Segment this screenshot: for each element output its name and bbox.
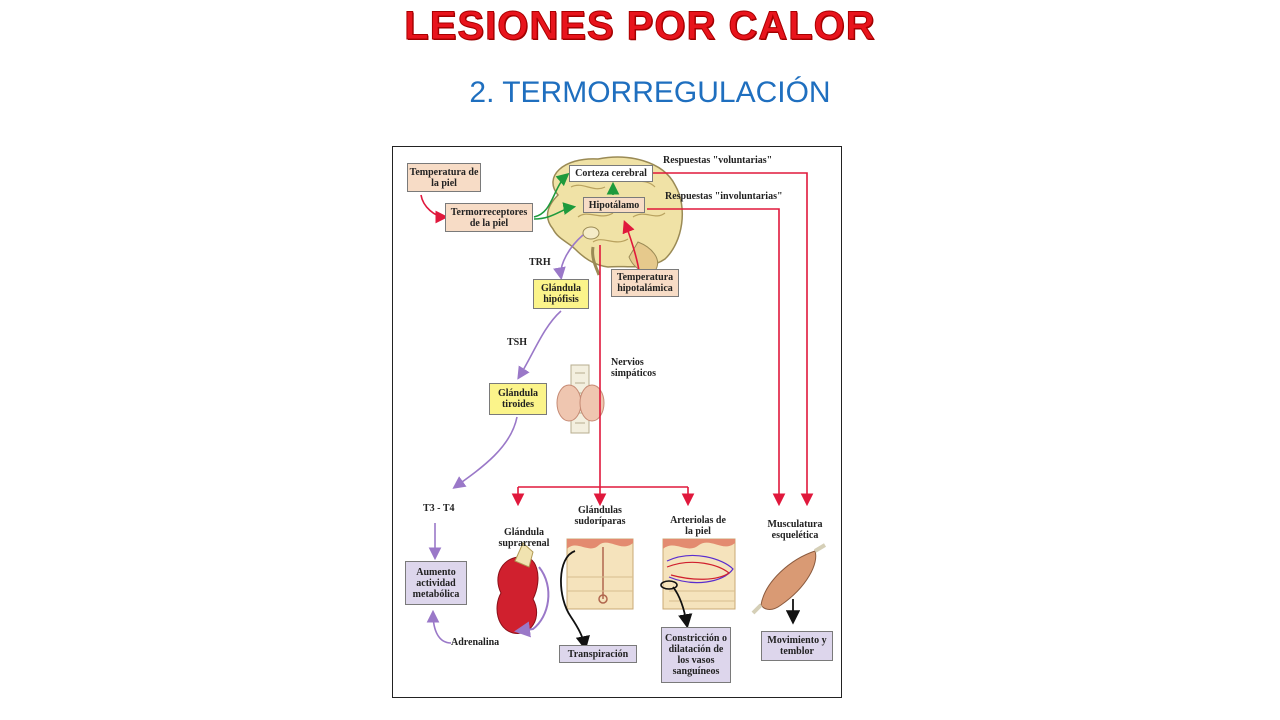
node-movimiento-temblor: Movimiento y temblor [761,631,833,661]
node-temperatura-piel: Temperatura de la piel [407,163,481,192]
page-title: Lesiones por calor [404,4,876,49]
node-glandula-hipofisis: Glándula hipófisis [533,279,589,309]
label-adrenalina: Adrenalina [451,637,500,648]
label-nervios-simpaticos: Nervios simpáticos [611,357,656,379]
sweat-gland-skin-illustration [566,538,634,610]
label-respuestas-involuntarias: Respuestas "involuntarias" [665,191,783,202]
node-temperatura-hipotalamica: Temperatura hipotalámica [611,269,679,297]
thyroid-illustration [556,364,605,434]
node-hipotalamo: Hipotálamo [583,197,645,213]
label-t3-t4: T3 - T4 [423,503,455,514]
node-glandula-tiroides: Glándula tiroides [489,383,547,415]
label-respuestas-voluntarias: Respuestas "voluntarias" [663,155,773,166]
arteriole-skin-illustration [662,538,736,610]
label-glandulas-sudoriparas: Glándulas sudoríparas [574,505,626,527]
node-constriccion-dilatacion: Constricción o dilatación de los vasos s… [661,627,731,683]
muscle-illustration [751,543,827,615]
node-transpiracion: Transpiración [559,645,637,663]
label-glandula-suprarrenal: Glándula suprarrenal [498,527,550,549]
page-subtitle: 2. TERMORREGULACIÓN [469,76,831,109]
label-arteriolas-piel: Arteriolas de la piel [670,515,726,537]
node-termorreceptores: Termorreceptores de la piel [445,203,533,232]
label-trh: TRH [529,257,551,268]
diagram-artwork [420,156,827,651]
label-tsh: TSH [507,337,528,348]
label-musculatura-esqueletica: Musculatura esquelética [767,519,823,541]
node-aumento-actividad: Aumento actividad metabólica [405,561,467,605]
thermoregulation-diagram: Temperatura de la piel Termorreceptores … [392,146,842,698]
node-corteza-cerebral: Corteza cerebral [569,165,653,182]
adrenal-gland-illustration [496,542,550,638]
